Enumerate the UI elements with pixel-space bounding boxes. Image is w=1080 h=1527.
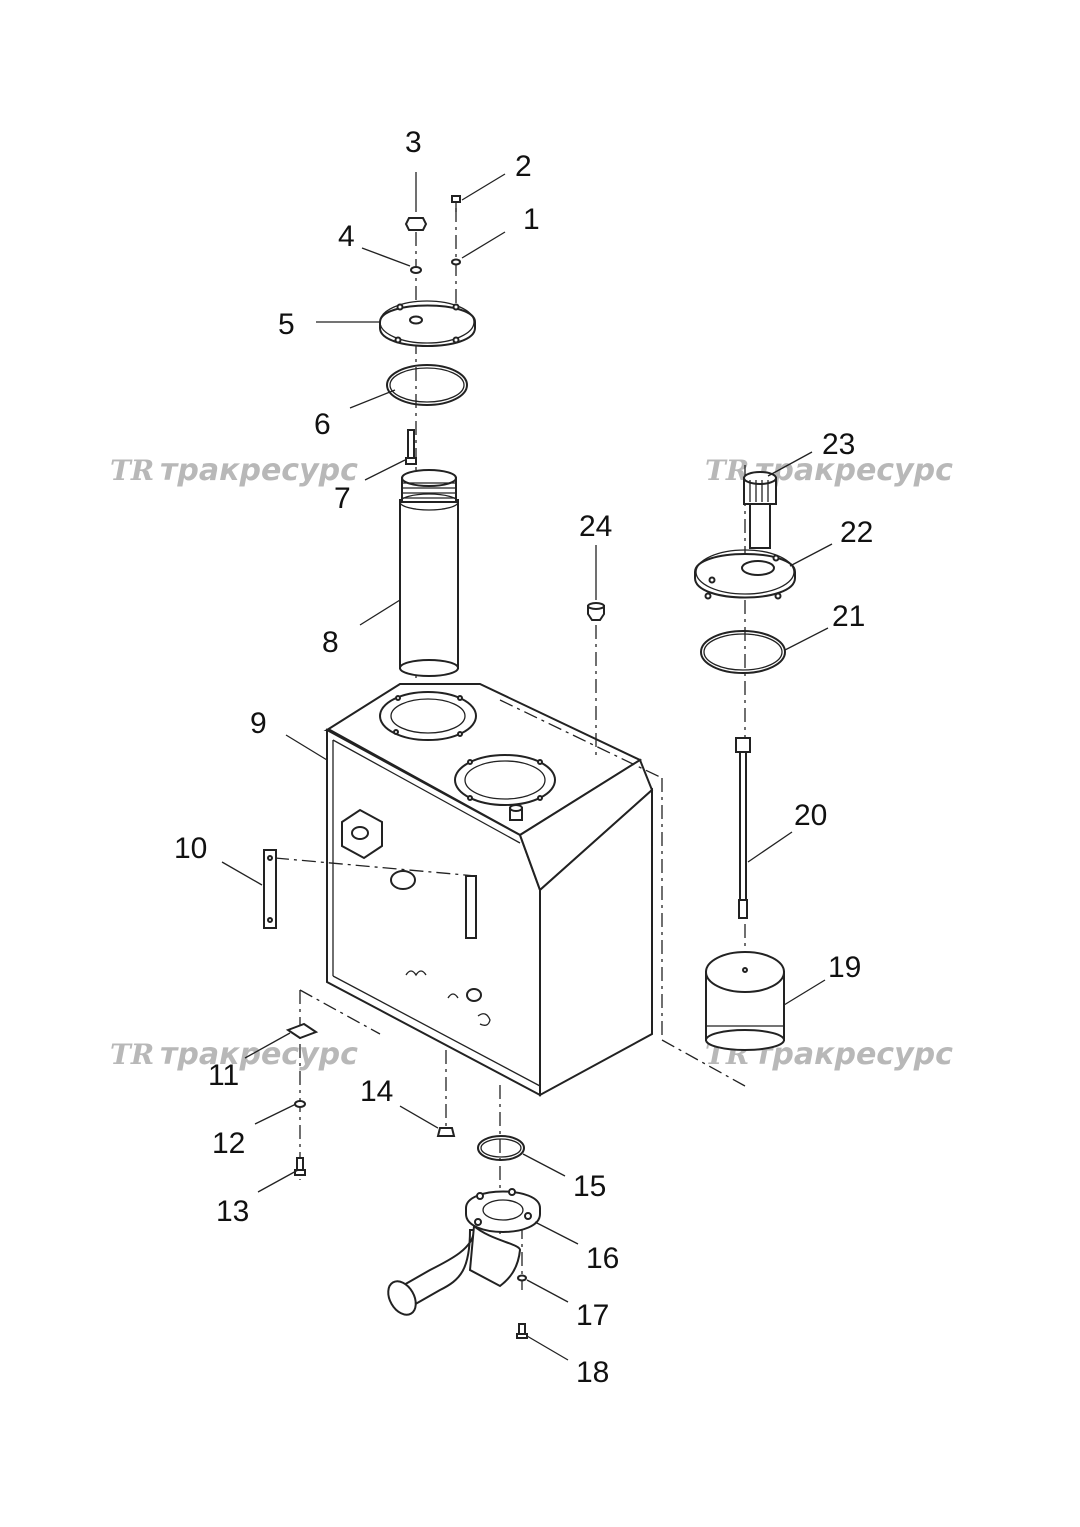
callout-20: 20 (794, 799, 827, 832)
callout-17: 17 (576, 1299, 609, 1332)
part-18-bolt (516, 1323, 528, 1339)
part-16-suction-elbow (387, 1188, 541, 1316)
callout-15: 15 (573, 1170, 606, 1203)
callout-2: 2 (515, 150, 532, 183)
callout-24: 24 (579, 510, 612, 543)
part-21-o-ring (700, 630, 786, 674)
part-2-bolt (451, 195, 461, 212)
part-15-o-ring (477, 1135, 525, 1161)
watermark-text: тракресурс (755, 1037, 953, 1072)
part-20-rod (735, 737, 751, 919)
watermark-top-left: TR тракресурс (110, 453, 358, 488)
watermark-logo: TR (110, 1038, 154, 1071)
watermark-text: тракресурс (755, 453, 953, 488)
callout-11: 11 (208, 1059, 239, 1092)
part-14-drain-plug (436, 1127, 456, 1137)
part-11-bracket (285, 1022, 319, 1040)
callout-1: 1 (523, 203, 540, 236)
callout-16: 16 (586, 1242, 619, 1275)
part-19-filter (705, 951, 785, 1051)
watermark-bottom-left: TR тракресурс (110, 1037, 358, 1072)
part-3-nut (404, 217, 428, 231)
part-10-level-gauge (263, 849, 277, 929)
watermark-logo: TR (705, 454, 749, 487)
callout-14: 14 (360, 1075, 393, 1108)
part-22-cover (694, 549, 796, 600)
watermark-bottom-right: TR тракресурс (705, 1037, 953, 1072)
callout-18: 18 (576, 1356, 609, 1389)
part-24-plug (587, 602, 605, 621)
part-1-washer (451, 258, 461, 266)
callout-7: 7 (334, 482, 351, 515)
part-9-tank (274, 683, 654, 1097)
callout-9: 9 (250, 707, 267, 740)
part-12-washer (294, 1100, 306, 1108)
center-axis-bottom-left (299, 989, 447, 1180)
callout-5: 5 (278, 308, 295, 341)
watermark-text: тракресурс (160, 1037, 358, 1072)
callout-4: 4 (338, 220, 355, 253)
leader-lines (221, 172, 833, 1361)
watermark-logo: TR (110, 454, 154, 487)
callout-21: 21 (832, 600, 865, 633)
callout-22: 22 (840, 516, 873, 549)
callout-10: 10 (174, 832, 207, 865)
part-4-washer (410, 266, 422, 274)
callout-3: 3 (405, 126, 422, 159)
part-17-washer (517, 1274, 527, 1282)
part-8-strainer-tube (399, 469, 459, 677)
callout-23: 23 (822, 428, 855, 461)
callout-6: 6 (314, 408, 331, 441)
watermark-text: тракресурс (160, 453, 358, 488)
callout-labels: 1 2 3 4 5 6 7 8 9 10 11 12 13 14 15 16 1… (174, 126, 873, 1389)
part-6-o-ring (386, 364, 468, 406)
watermark-top-right: TR тракресурс (705, 453, 953, 488)
callout-8: 8 (322, 626, 339, 659)
part-23-breather (743, 471, 777, 549)
part-5-cover-plate (379, 300, 476, 347)
part-13-bolt (294, 1157, 306, 1176)
part-7-pin (405, 429, 417, 465)
callout-12: 12 (212, 1127, 245, 1160)
callout-13: 13 (216, 1195, 249, 1228)
callout-19: 19 (828, 951, 861, 984)
